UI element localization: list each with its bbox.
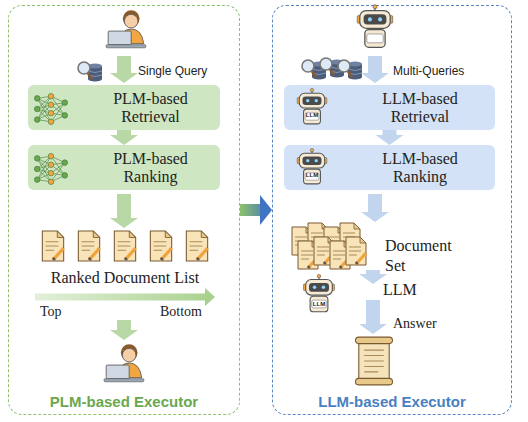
executor-panel: PLM-based RetrievalPLM-based RankingPLM-… <box>8 5 240 415</box>
flow-arrow <box>117 194 131 218</box>
document-icon <box>292 227 312 255</box>
user-icon <box>104 344 144 382</box>
document-icon <box>324 227 344 255</box>
flow-arrow <box>240 204 260 216</box>
connector-layer <box>124 130 390 210</box>
document-icon <box>42 231 63 261</box>
panel-title: PLM-based Executor <box>9 393 239 410</box>
order-label: Top <box>40 304 90 321</box>
document-icon <box>114 231 135 261</box>
process-box: LLM-based Ranking <box>284 145 495 190</box>
query-icon <box>320 58 344 78</box>
network-icon <box>34 93 67 124</box>
document-icon <box>346 237 366 265</box>
order-label: Bottom <box>160 304 220 321</box>
robot-icon <box>357 5 392 48</box>
document-icon <box>298 241 318 269</box>
document-icon <box>340 223 360 251</box>
document-icon <box>150 231 171 261</box>
robot-icon <box>303 274 334 311</box>
model-label: LLM <box>383 280 433 299</box>
list-label: Ranked Document List <box>20 268 230 287</box>
flow-arrow <box>117 130 131 135</box>
query-icon <box>338 60 362 80</box>
answer-scroll <box>356 337 393 385</box>
panel-title: LLM-based Executor <box>273 393 511 410</box>
query-icon <box>78 62 102 82</box>
order-arrow <box>35 294 205 301</box>
user-icon <box>106 10 146 48</box>
box-label: PLM-based Retrieval <box>88 85 213 130</box>
query-label: Multi-Queries <box>393 64 493 78</box>
flow-arrow <box>368 194 382 212</box>
process-box: PLM-based Retrieval <box>28 85 220 130</box>
set-label: Document Set <box>385 236 460 276</box>
flow-arrow <box>383 130 397 135</box>
flow-arrow <box>368 56 382 73</box>
executor-panel: LLM-based RetrievalLLM-based RankingLLM-… <box>272 5 512 415</box>
flow-arrow <box>117 320 131 330</box>
icon-text: LLM <box>309 301 329 307</box>
flow-arrow <box>366 300 380 324</box>
flow-arrow <box>117 56 131 73</box>
robot-icon <box>297 88 327 123</box>
process-box: LLM-based Retrieval <box>284 85 495 130</box>
document-icon <box>308 223 328 251</box>
flow-arrow <box>366 270 380 274</box>
box-label: LLM-based Retrieval <box>354 85 486 130</box>
output-label: Answer <box>393 316 463 333</box>
document-icon <box>78 231 99 261</box>
robot-icon <box>297 148 327 183</box>
box-label: PLM-based Ranking <box>88 145 213 190</box>
document-icon <box>314 237 334 265</box>
document-icon <box>330 241 350 269</box>
query-label: Single Query <box>138 64 228 78</box>
document-icon <box>186 231 207 261</box>
process-box: PLM-based Ranking <box>28 145 220 190</box>
box-label: LLM-based Ranking <box>354 145 486 190</box>
query-icon <box>302 60 326 80</box>
network-icon <box>34 153 67 184</box>
